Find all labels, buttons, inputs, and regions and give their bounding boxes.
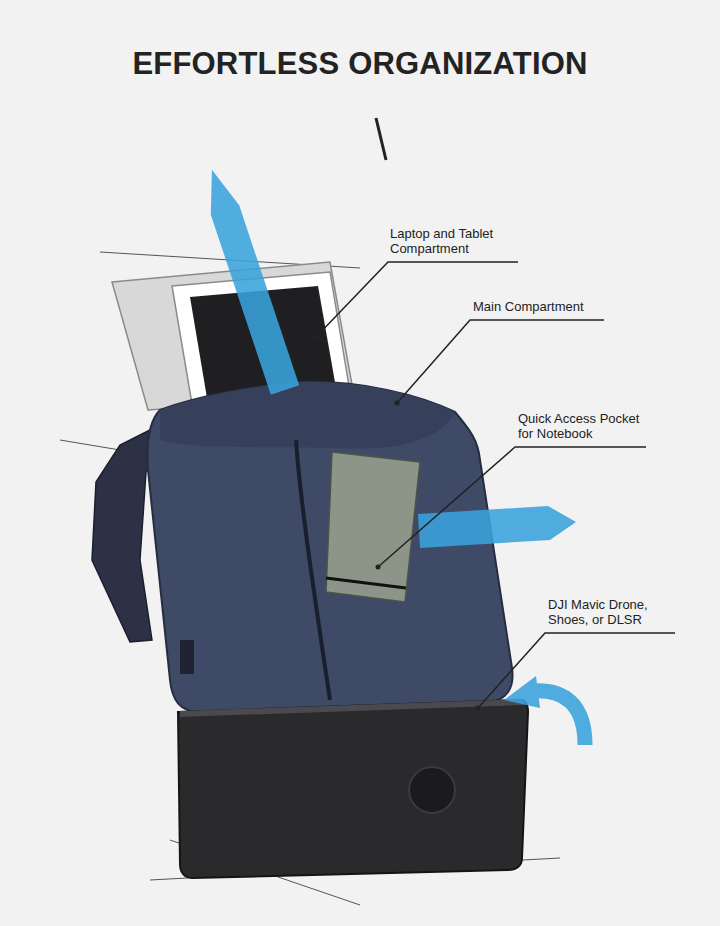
title: EFFORTLESS ORGANIZATION (0, 46, 720, 82)
leader-dot (314, 335, 319, 340)
compartment-rim (180, 702, 524, 714)
direction-arrows (211, 170, 585, 745)
slash-mark (376, 118, 386, 160)
arrow-up (211, 170, 299, 395)
notebook (326, 452, 420, 602)
leader-line (478, 633, 675, 708)
notebook-band (326, 578, 406, 588)
logo-badge (409, 767, 455, 813)
bottom-compartment (178, 700, 528, 878)
arrow-head (504, 676, 540, 708)
buckle (180, 640, 194, 674)
callout-label: Main Compartment (473, 299, 603, 315)
roll-top (160, 382, 455, 449)
leader-dot (376, 565, 381, 570)
callout-label: Laptop and Tablet Compartment (390, 226, 516, 257)
zipper (296, 440, 330, 700)
leader-dots (314, 335, 481, 711)
callout-label: Quick Access Pocket for Notebook (518, 411, 644, 442)
leader-dot (395, 401, 400, 406)
arrow-right (418, 506, 576, 548)
leader-line (397, 320, 604, 403)
leader-lines (316, 262, 675, 708)
leader-dot (476, 706, 481, 711)
callout-label: DJI Mavic Drone, Shoes, or DLSR (548, 597, 673, 628)
backpack-body (148, 382, 513, 712)
leader-line (378, 447, 646, 567)
